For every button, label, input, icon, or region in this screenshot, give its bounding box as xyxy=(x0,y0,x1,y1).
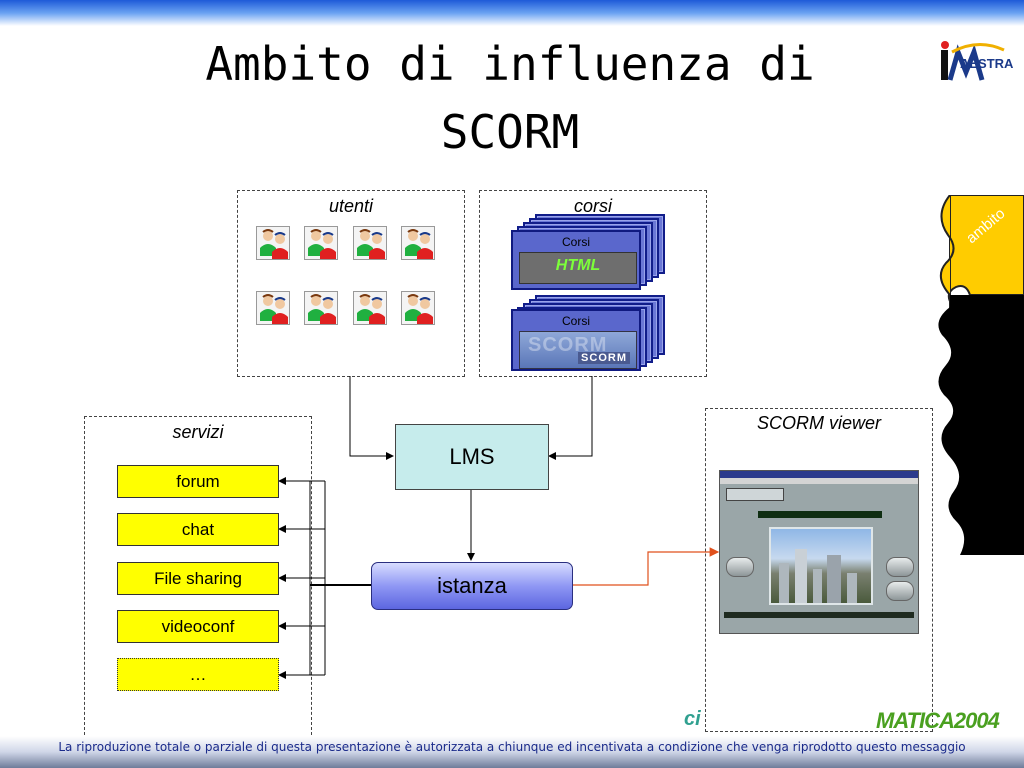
viewer-titlebar xyxy=(720,471,918,478)
istanza-node: istanza xyxy=(371,562,573,610)
scorm-badge-text: SCORM xyxy=(578,352,630,364)
service-forum-label: forum xyxy=(176,471,220,491)
utenti-to-lms-line xyxy=(349,376,394,460)
service-file-sharing: File sharing xyxy=(117,562,279,595)
scorm-course-stack: Corsi SCORM SCORM xyxy=(511,295,671,375)
viewer-right-button-2 xyxy=(886,581,914,601)
logo-text: AESTRA xyxy=(960,56,1014,71)
service-forum: forum xyxy=(117,465,279,498)
slide-title-line1: Ambito di influenza di xyxy=(205,37,815,91)
viewer-control-strip xyxy=(724,612,914,618)
user-group-icon xyxy=(256,291,290,325)
user-group-icon xyxy=(353,291,387,325)
viewer-left-button xyxy=(726,557,754,577)
utenti-label: utenti xyxy=(328,196,374,216)
service-videoconf: videoconf xyxy=(117,610,279,643)
lms-label: LMS xyxy=(449,444,495,469)
istanza-label: istanza xyxy=(437,573,507,598)
user-group-icon xyxy=(304,226,338,260)
slide-title-line2: SCORM xyxy=(440,105,580,159)
sponsor-logo-left: ci xyxy=(684,708,701,730)
user-group-icon xyxy=(256,226,290,260)
slide-title: Ambito di influenza di SCORM xyxy=(80,30,940,166)
scorm-badge: SCORM SCORM xyxy=(519,331,637,369)
top-band xyxy=(0,0,1024,26)
maestra-logo-icon xyxy=(941,41,1005,81)
user-group-icon xyxy=(401,226,435,260)
corsi-label: corsi xyxy=(573,196,612,216)
scorm-badge-shadow: SCORM xyxy=(528,334,608,356)
service-chat-label: chat xyxy=(181,519,215,539)
viewer-menubar xyxy=(720,478,918,484)
lms-node: LMS xyxy=(395,424,549,490)
html-badge: HTML xyxy=(519,252,637,284)
corsi-to-lms-line xyxy=(548,376,593,460)
service-more: … xyxy=(117,658,279,691)
scorm-course-card: Corsi SCORM SCORM xyxy=(511,309,641,371)
servizi-label: servizi xyxy=(172,422,224,442)
puzzle-tab xyxy=(938,195,1024,555)
service-more-label: … xyxy=(189,664,207,684)
service-file-sharing-label: File sharing xyxy=(154,568,242,588)
sponsor-logo-right: MATICA2004 xyxy=(876,708,1000,733)
viewer-header xyxy=(726,488,784,501)
user-group-icon xyxy=(353,226,387,260)
html-course-label: Corsi xyxy=(561,235,590,249)
istanza-to-viewer-line xyxy=(572,547,720,586)
viewer-right-button-1 xyxy=(886,557,914,577)
html-badge-text: HTML xyxy=(555,257,601,274)
footer-band: La riproduzione totale o parziale di que… xyxy=(0,736,1024,768)
service-chat: chat xyxy=(117,513,279,546)
viewer-display-strip xyxy=(758,511,882,518)
user-group-icon xyxy=(401,291,435,325)
html-course-card: Corsi HTML xyxy=(511,230,641,290)
service-videoconf-label: videoconf xyxy=(161,616,235,636)
scorm-course-label: Corsi xyxy=(561,314,590,328)
scorm-viewer-screenshot xyxy=(719,470,919,634)
user-group-icon xyxy=(304,291,338,325)
footer-text: La riproduzione totale o parziale di que… xyxy=(58,740,966,754)
viewer-label: SCORM viewer xyxy=(756,413,881,433)
utenti-panel: utenti xyxy=(237,190,465,377)
viewer-city-photo xyxy=(769,527,873,605)
html-course-stack: Corsi HTML xyxy=(511,214,671,294)
